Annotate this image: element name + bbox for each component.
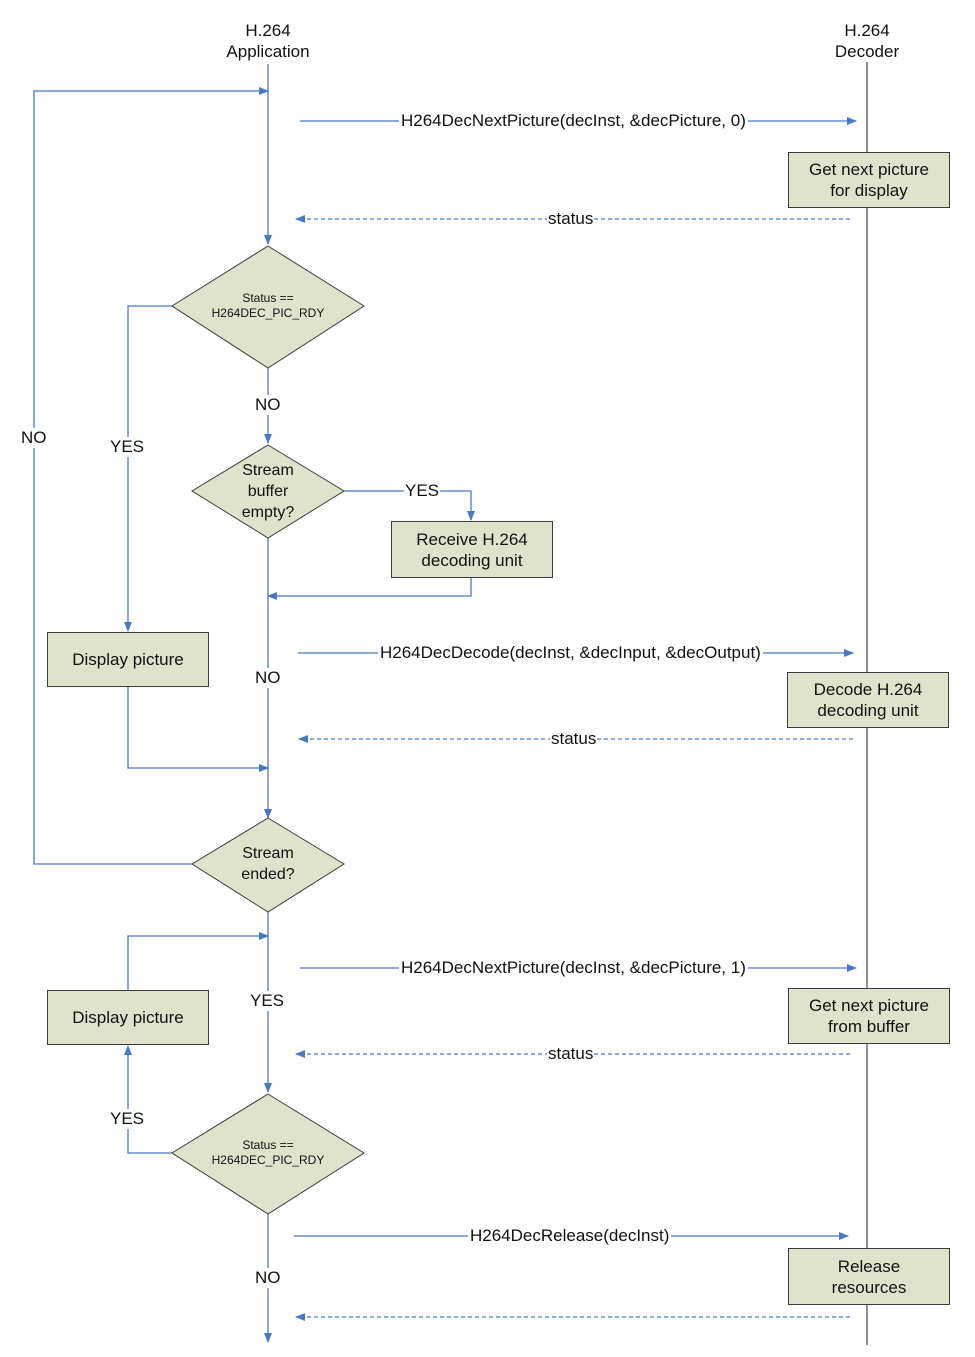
yes-label-status-2: YES	[109, 1109, 146, 1129]
branch-flows	[33, 87, 475, 1154]
no-label-loop: NO	[20, 428, 48, 448]
status-return-label-1: status	[547, 209, 595, 229]
call-release-label: H264DecRelease(decInst)	[468, 1226, 672, 1246]
decision-shapes	[171, 245, 365, 1215]
decoder-release-resources-box: Release resources	[788, 1248, 950, 1305]
yes-label-status-1: YES	[109, 437, 146, 457]
call-next-picture-1-label: H264DecNextPicture(decInst, &decPicture,…	[399, 958, 748, 978]
display-picture-box-top: Display picture	[47, 632, 209, 687]
call-next-picture-0-label: H264DecNextPicture(decInst, &decPicture,…	[399, 111, 748, 131]
decision-stream-ended-shape	[191, 817, 345, 913]
call-arrows	[294, 117, 857, 1240]
decision-status-2-text: Status == H264DEC_PIC_RDY	[211, 1138, 325, 1167]
no-label-status-1: NO	[254, 395, 282, 415]
decoder-decode-unit-box: Decode H.264 decoding unit	[787, 672, 949, 728]
decision-stream-ended-text: Stream ended?	[241, 845, 295, 883]
application-lane-header: H.264 Application	[226, 21, 310, 61]
decoder-get-next-display-box: Get next picture for display	[788, 152, 950, 208]
decision-status-1-text: Status == H264DEC_PIC_RDY	[211, 291, 325, 320]
return-arrows	[295, 215, 853, 1321]
no-label-status-2: NO	[254, 1268, 282, 1288]
yes-label-buffer-empty: YES	[404, 481, 441, 501]
decision-buffer-empty-text: Stream buffer empty?	[241, 461, 295, 521]
decision-status-1-shape	[171, 245, 365, 369]
call-decode-label: H264DecDecode(decInst, &decInput, &decOu…	[378, 643, 763, 663]
decision-buffer-empty-shape	[191, 444, 345, 539]
display-picture-box-bottom: Display picture	[47, 990, 209, 1045]
no-label-buffer-empty: NO	[254, 668, 282, 688]
status-return-label-2: status	[550, 729, 598, 749]
status-return-label-3: status	[547, 1044, 595, 1064]
decoder-get-next-buffer-box: Get next picture from buffer	[788, 988, 950, 1044]
decoder-lane-header: H.264 Decoder	[834, 21, 900, 61]
yes-label-stream-ended: YES	[249, 991, 286, 1011]
decision-status-2-shape	[171, 1093, 365, 1215]
receive-decoding-unit-box: Receive H.264 decoding unit	[391, 521, 553, 578]
